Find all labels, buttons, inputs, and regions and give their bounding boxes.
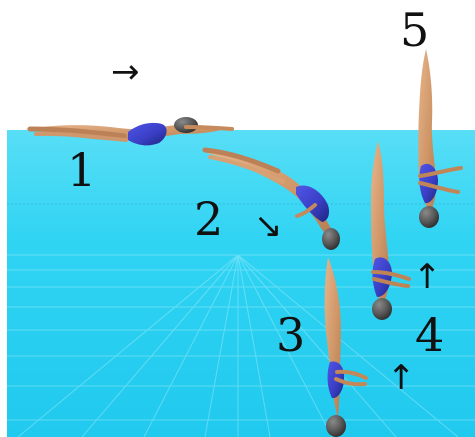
arrow-up-2: ↑ <box>387 361 416 395</box>
step-label-1: 1 <box>67 147 96 193</box>
arrow-down-right: ↘ <box>254 209 283 243</box>
arrow-right: → <box>111 55 140 89</box>
step-label-5: 5 <box>400 7 429 53</box>
step-label-2: 2 <box>194 196 223 242</box>
step-label-4: 4 <box>415 312 444 358</box>
swimmer-head <box>419 206 439 228</box>
step-label-3: 3 <box>276 312 305 358</box>
swimmer-head <box>326 415 346 437</box>
swimmer-arm <box>186 127 232 129</box>
arrow-up-1: ↑ <box>413 260 442 294</box>
swimmer-head <box>322 228 340 250</box>
swimmer-head <box>372 298 392 320</box>
